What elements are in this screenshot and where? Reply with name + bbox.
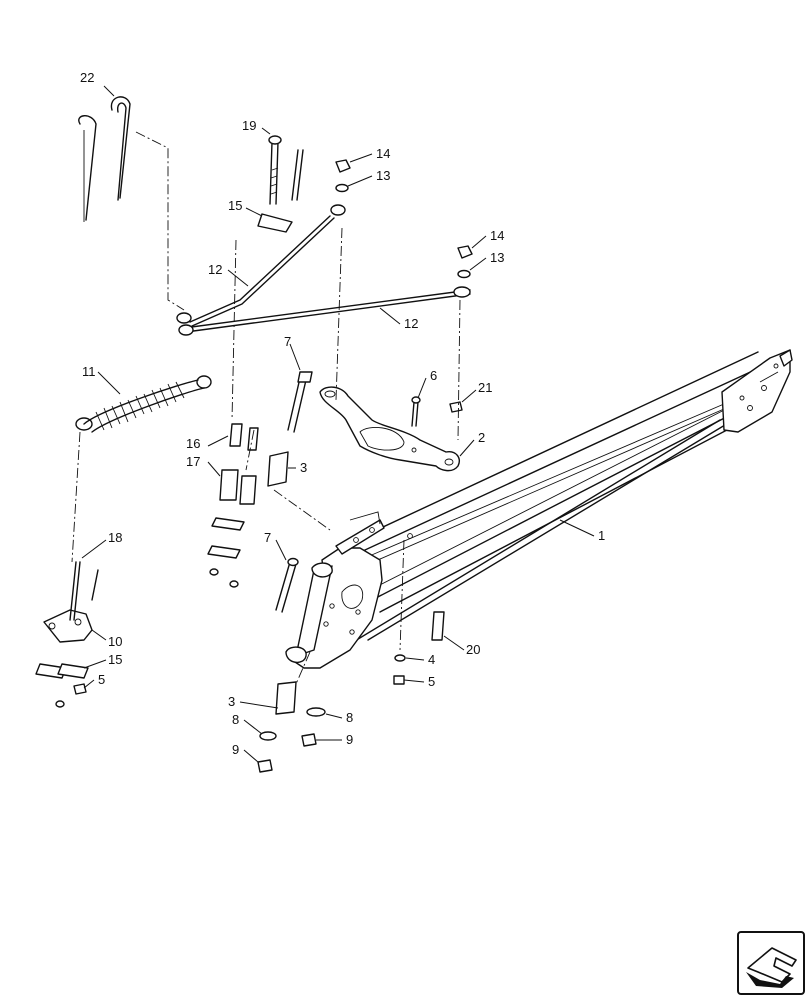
callout-15: 15 [228, 198, 242, 213]
callout-12: 12 [208, 262, 222, 277]
leader-lines [81, 85, 595, 763]
callout-7: 7 [264, 530, 271, 545]
callout-7: 7 [284, 334, 291, 349]
callout-21: 21 [478, 380, 492, 395]
callout-12: 12 [404, 316, 418, 331]
callout-13: 13 [490, 250, 504, 265]
callout-8: 8 [232, 712, 239, 727]
hardware [207, 135, 473, 773]
callout-22: 22 [80, 70, 94, 85]
callout-14: 14 [490, 228, 504, 243]
callout-16: 16 [186, 436, 200, 451]
callout-5: 5 [98, 672, 105, 687]
callout-15: 15 [108, 652, 122, 667]
callout-8: 8 [346, 710, 353, 725]
callout-6: 6 [430, 368, 437, 383]
assembly-centerlines [71, 131, 461, 685]
callout-9: 9 [346, 732, 353, 747]
arrow-icon [746, 947, 797, 988]
tie-rods [176, 204, 471, 336]
callout-4: 4 [428, 652, 435, 667]
callout-13: 13 [376, 168, 390, 183]
callout-20: 20 [466, 642, 480, 657]
callout-5: 5 [428, 674, 435, 689]
main-frame [285, 349, 793, 669]
callout-10: 10 [108, 634, 122, 649]
callout-19: 19 [242, 118, 256, 133]
bracket-plate [319, 386, 460, 472]
callout-11: 11 [82, 364, 96, 379]
callout-9: 9 [232, 742, 239, 757]
nav-arrow-button[interactable] [737, 931, 805, 995]
callout-2: 2 [478, 430, 485, 445]
callout-labels: 22 19 14 13 15 14 13 12 12 7 6 21 11 2 1… [80, 70, 605, 757]
callout-3: 3 [228, 694, 235, 709]
spring [75, 375, 212, 433]
lynch-pin [78, 96, 131, 222]
callout-17: 17 [186, 454, 200, 469]
callout-14: 14 [376, 146, 390, 161]
callout-3: 3 [300, 460, 307, 475]
hinge-bracket [35, 561, 99, 708]
callout-18: 18 [108, 530, 122, 545]
callout-1: 1 [598, 528, 605, 543]
